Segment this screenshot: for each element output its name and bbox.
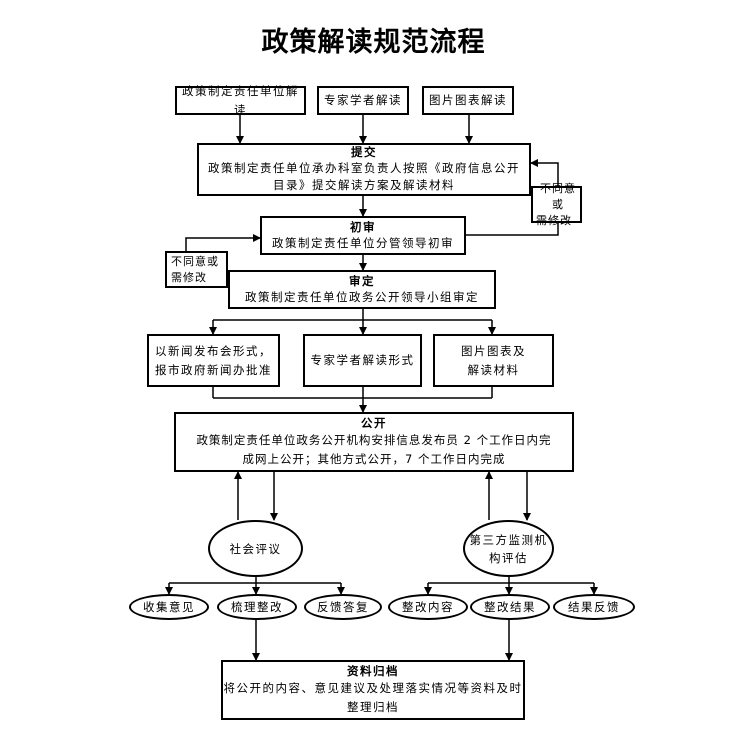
step-sort-rectify: 梳理整改	[217, 594, 297, 620]
archive-line2: 整理归档	[347, 699, 399, 714]
form-expert-line1: 专家学者解读形式	[310, 353, 415, 367]
step-result-feedback: 结果反馈	[553, 594, 635, 620]
feedback-left-line2: 需修改	[171, 270, 207, 284]
feedback-left-line1: 不同意或	[171, 254, 219, 268]
first-review-text: 政策制定责任单位分管领导初审	[272, 235, 454, 250]
submit-line2: 目录》提交解读方案及解读材料	[273, 178, 455, 192]
feedback-right-line2: 需修改	[536, 213, 572, 227]
archive-heading: 资料归档	[347, 663, 399, 678]
publish-line2: 成网上公开；其他方式公开，7 个工作日内完成	[242, 451, 506, 466]
feedback-reply-label: 反馈答复	[317, 600, 369, 614]
source-policy-unit-label: 政策制定责任单位解读	[182, 83, 299, 117]
submit-heading: 提交	[351, 145, 377, 159]
rectify-content-label: 整改内容	[402, 600, 454, 614]
feedback-left: 不同意或 需修改	[165, 251, 228, 288]
form-charts-materials: 图片图表及 解读材料	[433, 334, 554, 387]
loop-firstreview-right	[466, 223, 559, 236]
form-expert-interpretation: 专家学者解读形式	[303, 334, 422, 387]
collect-opinions-label: 收集意见	[143, 600, 195, 614]
step-archive: 资料归档 将公开的内容、意见建议及处理落实情况等资料及时 整理归档	[221, 660, 525, 720]
final-review-text: 政策制定责任单位政务公开领导小组审定	[245, 289, 479, 304]
feedback-right: 不同意或 需修改	[531, 182, 582, 227]
form-press-line2: 报市政府新闻办批准	[155, 362, 272, 377]
submit-line1: 政策制定责任单位承办科室负责人按照《政府信息公开	[208, 161, 520, 175]
rectify-result-label: 整改结果	[484, 600, 536, 614]
form-charts-line2: 解读材料	[467, 362, 520, 377]
result-feedback-label: 结果反馈	[568, 600, 620, 614]
third-party-line1: 第三方监测机	[469, 532, 548, 547]
publish-line1: 政策制定责任单位政务公开机构安排信息发布员 2 个工作日内完	[196, 432, 552, 447]
third-party-line2: 构评估	[489, 550, 528, 565]
feedback-right-line1: 不同意或	[540, 181, 576, 211]
loop-right-submit	[530, 159, 559, 186]
page-title: 政策解读规范流程	[261, 27, 486, 58]
final-review-heading: 审定	[349, 273, 375, 288]
first-review-heading: 初审	[350, 219, 376, 234]
step-rectify-result: 整改结果	[470, 594, 550, 620]
social-review: 社会评议	[208, 520, 303, 577]
step-rectify-content: 整改内容	[388, 594, 468, 620]
step-final-review: 审定 政策制定责任单位政务公开领导小组审定	[228, 270, 496, 309]
form-charts-line1: 图片图表及	[461, 343, 526, 358]
source-policy-unit: 政策制定责任单位解读	[175, 84, 306, 117]
third-party-evaluation: 第三方监测机 构评估	[463, 520, 554, 577]
step-collect-opinions: 收集意见	[129, 594, 209, 620]
publish-heading: 公开	[361, 415, 387, 430]
archive-line1: 将公开的内容、意见建议及处理落实情况等资料及时	[223, 680, 523, 695]
form-press-conference: 以新闻发布会形式， 报市政府新闻办批准	[147, 334, 280, 387]
step-publish: 公开 政策制定责任单位政务公开机构安排信息发布员 2 个工作日内完 成网上公开；…	[174, 412, 574, 472]
source-charts: 图片图表解读	[422, 86, 514, 115]
step-first-review: 初审 政策制定责任单位分管领导初审	[260, 216, 466, 255]
source-experts-label: 专家学者解读	[324, 93, 402, 107]
step-feedback-reply: 反馈答复	[304, 594, 382, 620]
step-submit: 提交 政策制定责任单位承办科室负责人按照《政府信息公开 目录》提交解读方案及解读…	[197, 143, 531, 196]
form-press-line1: 以新闻发布会形式，	[155, 343, 272, 358]
source-experts: 专家学者解读	[317, 86, 409, 115]
loop-left-firstreview	[185, 234, 261, 251]
social-review-label: 社会评议	[229, 541, 282, 556]
source-charts-label: 图片图表解读	[429, 93, 507, 107]
sort-rectify-label: 梳理整改	[231, 600, 283, 614]
